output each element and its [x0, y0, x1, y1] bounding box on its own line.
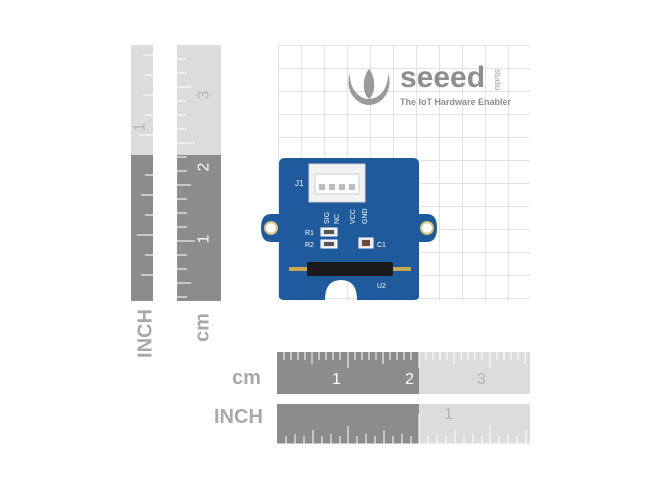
vertical-cm-number-3: 3 [195, 90, 213, 100]
reed-switch-u2 [307, 262, 393, 276]
horizontal-cm-number-3: 3 [477, 371, 486, 388]
horizontal-cm-unit: cm [232, 367, 261, 389]
vertical-cm-ticks [177, 58, 195, 298]
seeed-logo: seeed studio The IoT Hardware Enabler [342, 61, 532, 115]
label-c1: C1 [377, 242, 386, 249]
vertical-cm-ruler-light [177, 45, 221, 155]
vertical-cm-number-2: 2 [195, 162, 213, 172]
label-gnd: GND [362, 208, 369, 224]
label-j1: J1 [295, 179, 304, 188]
vertical-cm-ruler [177, 155, 221, 301]
vertical-inch-number: 1 [131, 122, 149, 132]
horizontal-cm-number-2: 2 [405, 371, 414, 388]
grove-reed-switch-board: J1 SIG NC VCC GND R1 R2 C1 U2 [261, 158, 437, 300]
label-nc: NC [334, 214, 341, 224]
vertical-inch-ticks [137, 54, 153, 276]
vertical-cm-number-1: 1 [195, 234, 213, 244]
horizontal-inch-unit: INCH [214, 406, 263, 428]
seeed-logo-icon [348, 69, 390, 105]
horizontal-inch-ticks [277, 414, 530, 444]
label-vcc: VCC [350, 209, 357, 224]
logo-sub: studio [493, 69, 502, 91]
mounting-hole-left [264, 221, 278, 235]
horizontal-cm-number-1: 1 [332, 371, 341, 388]
mounting-hole-right [420, 221, 434, 235]
label-u2: U2 [377, 283, 386, 290]
logo-brand: seeed [400, 61, 486, 94]
horizontal-cm-ticks [283, 352, 526, 368]
vertical-inch-ruler [131, 155, 153, 301]
label-r1: R1 [305, 230, 314, 237]
logo-tagline: The IoT Hardware Enabler [400, 97, 512, 107]
vertical-inch-ruler-light [131, 45, 153, 155]
horizontal-inch-number-1: 1 [444, 406, 453, 423]
vertical-cm-unit: cm [191, 313, 214, 342]
label-sig: SIG [324, 212, 331, 224]
label-r2: R2 [305, 242, 314, 249]
vertical-inch-unit: INCH [134, 309, 157, 358]
